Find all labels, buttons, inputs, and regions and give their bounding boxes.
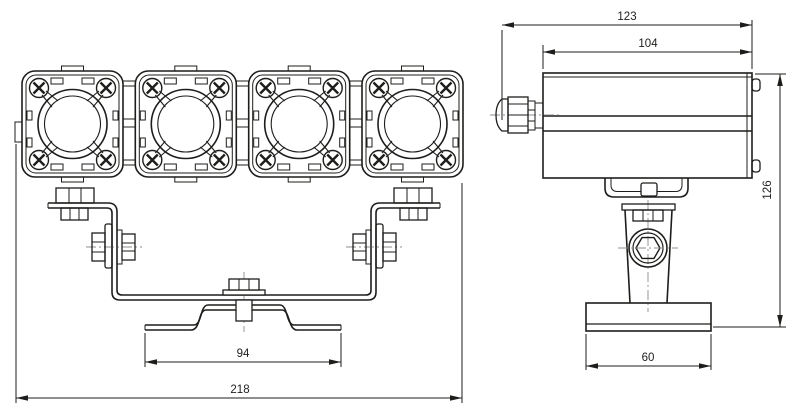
- lamp-module-1: [20, 64, 125, 184]
- left-end-tab: [14, 121, 23, 143]
- dim-label-123: 123: [617, 11, 636, 23]
- end-screw-top: [751, 78, 761, 92]
- side-view: 123 104 126 60: [490, 11, 786, 370]
- dim-label-104: 104: [638, 38, 658, 50]
- dimension-218: 218: [15, 144, 463, 403]
- lamp-fixing-left: [55, 187, 95, 221]
- dim-label-94: 94: [237, 348, 250, 360]
- lamp-module-3: [247, 64, 351, 184]
- dim-label-60: 60: [642, 352, 655, 364]
- housing-body: [542, 72, 761, 179]
- pivot-post: [618, 200, 678, 312]
- dim-label-126: 126: [762, 180, 774, 199]
- dimension-104: 104: [542, 38, 752, 69]
- front-view: 94 218: [14, 64, 465, 403]
- dim-label-218: 218: [230, 384, 249, 396]
- dimension-60: 60: [585, 334, 712, 370]
- lamp-module-2: [134, 64, 238, 184]
- yoke-bracket: [604, 178, 689, 198]
- dimension-94: 94: [144, 333, 342, 367]
- side-bolt-left: [86, 223, 142, 269]
- dimension-126: 126: [713, 73, 786, 328]
- end-screw-bottom: [751, 159, 761, 173]
- lamp-module-4: [360, 64, 465, 184]
- lamp-fixing-right: [393, 187, 433, 221]
- side-bolt-right: [346, 223, 402, 269]
- mounting-base: [585, 302, 712, 332]
- dimension-123: 123: [502, 11, 753, 69]
- center-bolt: [222, 272, 266, 332]
- cable-gland: [490, 30, 562, 134]
